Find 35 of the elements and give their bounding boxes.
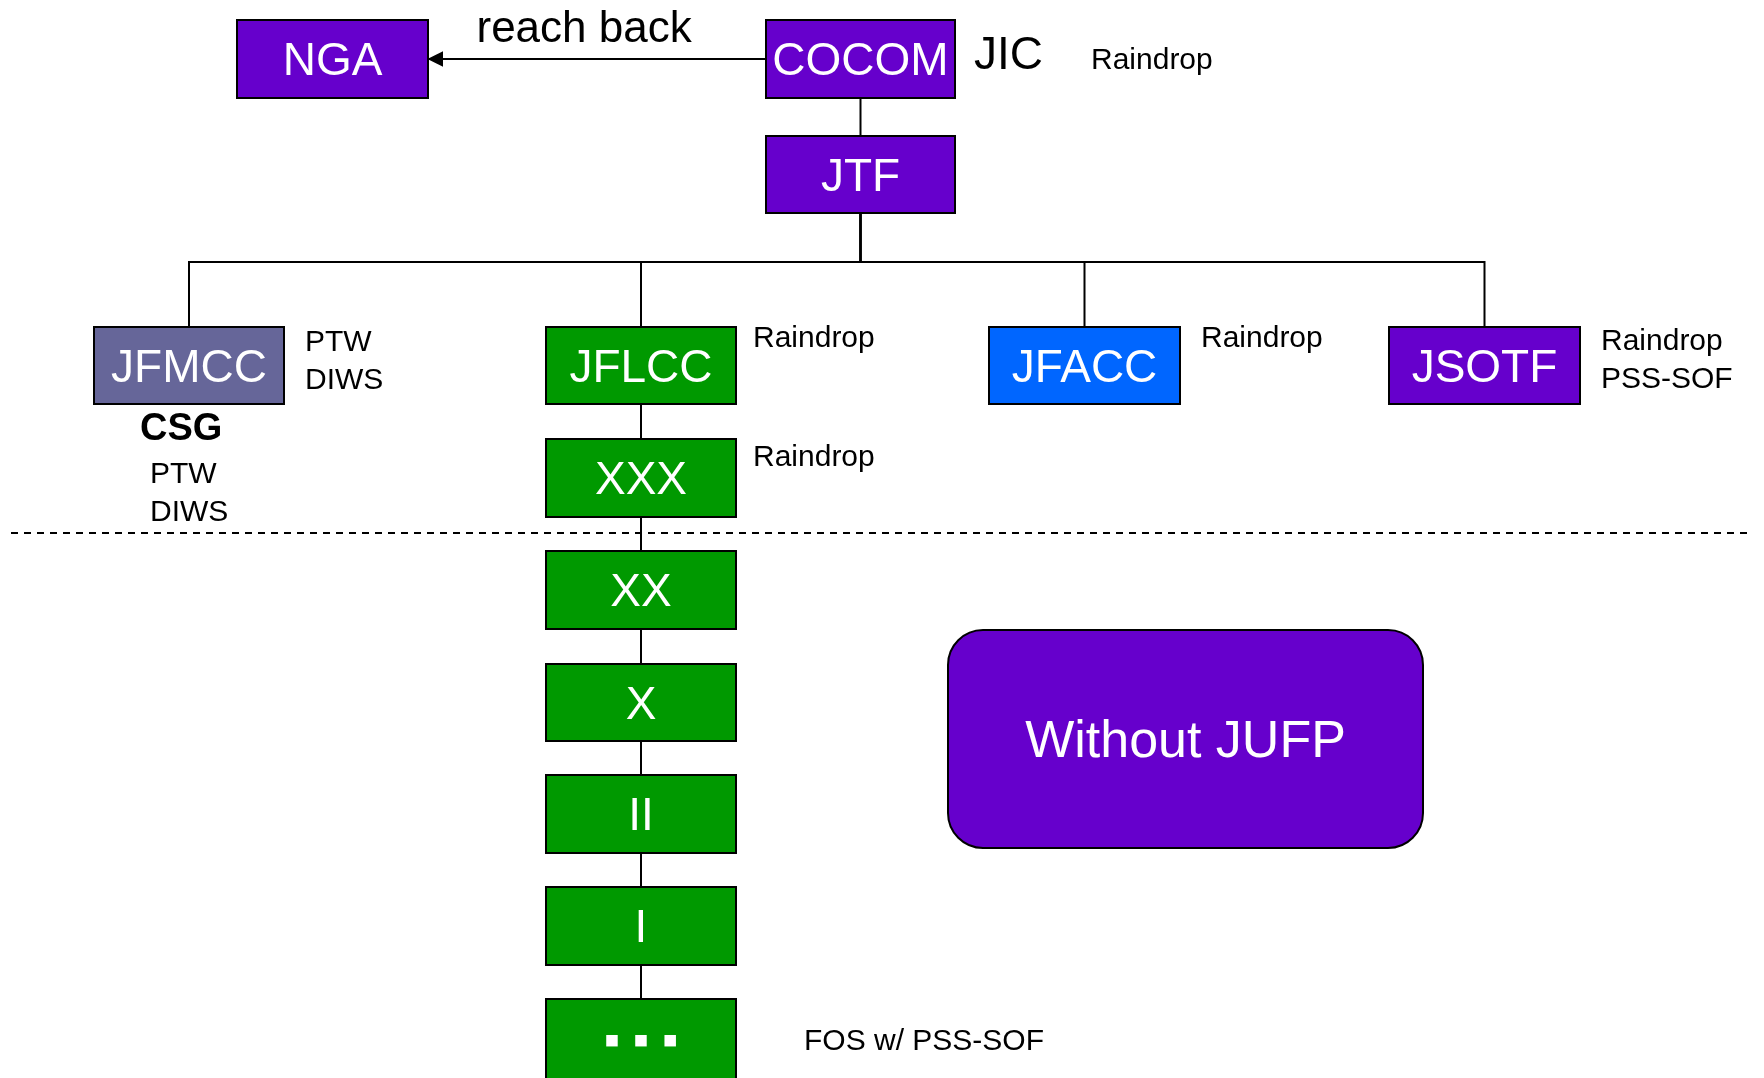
side-note: Raindrop — [1091, 44, 1213, 74]
side-note: Raindrop — [753, 322, 875, 352]
connector-line — [640, 965, 642, 999]
unit-box: II — [545, 774, 737, 854]
unit-box: I — [545, 886, 737, 966]
side-note: PTW — [305, 326, 372, 356]
rounded-box: Without JUFP — [947, 629, 1424, 849]
side-note: PSS-SOF — [1601, 363, 1733, 393]
side-note: Raindrop — [753, 441, 875, 471]
unit-box: ▪ ▪ ▪ — [545, 998, 737, 1078]
note-text: DIWS — [150, 496, 229, 526]
connector-line — [640, 741, 642, 775]
unit-box: JSOTF — [1388, 326, 1581, 405]
connector-line — [640, 853, 642, 887]
note-text: CSG — [140, 408, 223, 446]
unit-box: JTF — [765, 135, 956, 214]
connector-line — [640, 404, 642, 439]
side-note: Raindrop — [1201, 322, 1323, 352]
side-note: FOS w/ PSS-SOF — [804, 1025, 1045, 1055]
connector-line — [859, 213, 1486, 327]
note-text: PTW — [150, 458, 217, 488]
unit-box: JFACC — [988, 326, 1181, 405]
unit-box: JFMCC — [93, 326, 285, 405]
connector-line — [859, 98, 862, 136]
side-note: Raindrop — [1601, 325, 1723, 355]
unit-box: JFLCC — [545, 326, 737, 405]
connector-line — [640, 629, 642, 664]
side-note: DIWS — [305, 364, 384, 394]
unit-box: COCOM — [765, 19, 956, 99]
connector-line — [640, 517, 642, 551]
side-note: JIC — [974, 30, 1043, 76]
unit-box: XX — [545, 550, 737, 630]
unit-box: XXX — [545, 438, 737, 518]
unit-box: X — [545, 663, 737, 742]
unit-box: NGA — [236, 19, 429, 99]
